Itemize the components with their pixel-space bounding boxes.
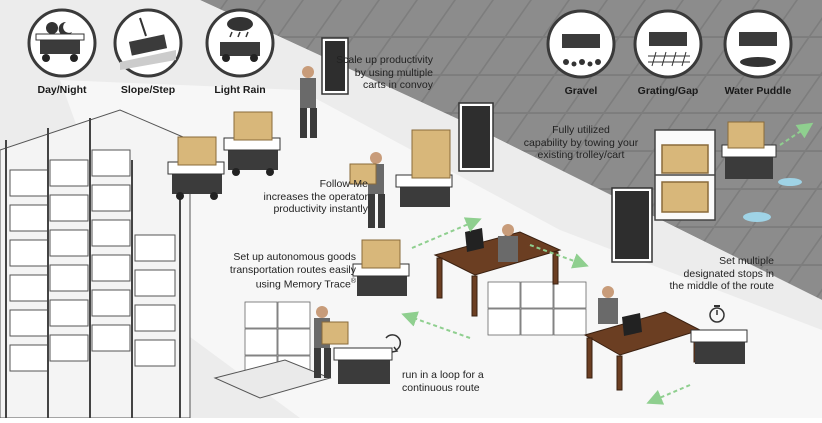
- person-loading: [314, 306, 349, 378]
- person-walking: [300, 66, 317, 138]
- stop-markers: [743, 178, 802, 222]
- condition-label-rain: Light Rain: [214, 84, 266, 96]
- robot-towing: [721, 121, 777, 179]
- door-3: [611, 187, 653, 263]
- gravel-icon: [546, 9, 616, 79]
- rain-cloud-icon: [205, 8, 275, 78]
- robot-stop: [690, 329, 748, 364]
- grating-icon: [633, 9, 703, 79]
- towed-trolley: [654, 129, 716, 221]
- shelving-rack: [0, 109, 191, 419]
- robot-convoy-2: [223, 111, 281, 176]
- person-at-desk-1: [498, 224, 518, 262]
- box-stack-2: [487, 281, 587, 336]
- door-1: [321, 37, 349, 95]
- condition-label-water: Water Puddle: [724, 85, 792, 97]
- door-2: [458, 102, 494, 172]
- robot-loop: [333, 347, 393, 384]
- slope-icon: [113, 8, 183, 78]
- robot-convoy-1: [167, 136, 225, 200]
- day-night-icon: [27, 8, 97, 78]
- condition-label-day-night: Day/Night: [37, 84, 87, 96]
- laptop-2: [622, 313, 642, 336]
- robot-follow-me: [395, 129, 453, 207]
- route-arrows: [401, 122, 814, 405]
- person-carrying-box: [349, 152, 385, 228]
- desk-1: [433, 231, 562, 317]
- condition-label-grating: Grating/Gap: [637, 85, 699, 97]
- laptop-1: [465, 228, 484, 252]
- person-at-desk-2: [598, 286, 618, 324]
- robot-memory-trace: [352, 239, 410, 296]
- loop-icon: [385, 334, 402, 353]
- condition-label-gravel: Gravel: [564, 85, 598, 97]
- stopwatch-icon: [709, 305, 725, 323]
- condition-icons-right: [546, 9, 793, 79]
- condition-icons-left: [27, 8, 275, 78]
- condition-label-slope: Slope/Step: [120, 84, 176, 96]
- water-puddle-icon: [723, 9, 793, 79]
